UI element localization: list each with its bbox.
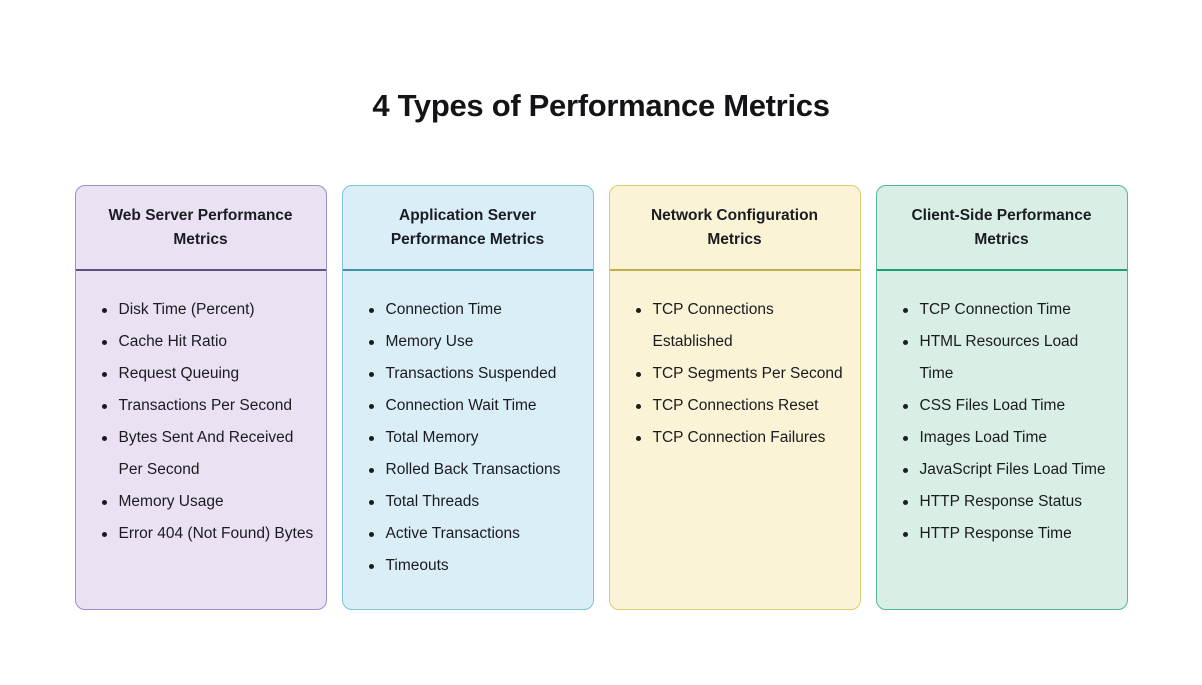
list-item: Timeouts [367,550,581,582]
cards-container: Web Server Performance Metrics Disk Time… [0,185,1202,610]
list-item: Images Load Time [901,422,1115,454]
list-item: CSS Files Load Time [901,390,1115,422]
list-item: Total Memory [367,422,581,454]
list-item: Memory Usage [100,486,314,518]
card-title: Web Server Performance Metrics [108,206,293,248]
list-item: Connection Time [367,294,581,326]
metric-card: Application Server Performance Metrics C… [341,185,594,610]
list-item: Connection Wait Time [367,390,581,422]
list-item: Transactions Per Second [100,390,314,422]
card-title: Network Configuration Metrics [650,206,819,248]
list-item: Total Threads [367,486,581,518]
card-header: Application Server Performance Metrics [342,186,593,271]
page-title: 4 Types of Performance Metrics [372,88,830,123]
list-item: TCP Connection Time [901,294,1115,326]
card-title: Client-Side Performance Metrics [911,206,1092,248]
list-item: JavaScript Files Load Time [901,454,1115,486]
list-item: Rolled Back Transactions [367,454,581,486]
metric-card: Network Configuration Metrics TCP Connec… [608,185,861,610]
card-title: Application Server Performance Metrics [390,206,545,248]
list-item: TCP Segments Per Second [634,358,848,390]
list-item: Cache Hit Ratio [100,326,314,358]
list-item: Disk Time (Percent) [100,294,314,326]
list-item: TCP Connections Established [634,294,848,358]
metric-card: Client-Side Performance Metrics TCP Conn… [875,185,1128,610]
list-item: HTTP Response Status [901,486,1115,518]
list-item: HTTP Response Time [901,518,1115,550]
list-item: TCP Connections Reset [634,390,848,422]
list-item: HTML Resources Load Time [901,326,1115,390]
card-header: Web Server Performance Metrics [75,186,326,271]
list-item: Bytes Sent And Received Per Second [100,422,314,486]
metric-card: Web Server Performance Metrics Disk Time… [74,185,327,610]
list-item: Active Transactions [367,518,581,550]
list-item: TCP Connection Failures [634,422,848,454]
card-header: Network Configuration Metrics [609,186,860,271]
list-item: Memory Use [367,326,581,358]
card-header: Client-Side Performance Metrics [876,186,1127,271]
list-item: Error 404 (Not Found) Bytes [100,518,314,550]
list-item: Transactions Suspended [367,358,581,390]
list-item: Request Queuing [100,358,314,390]
